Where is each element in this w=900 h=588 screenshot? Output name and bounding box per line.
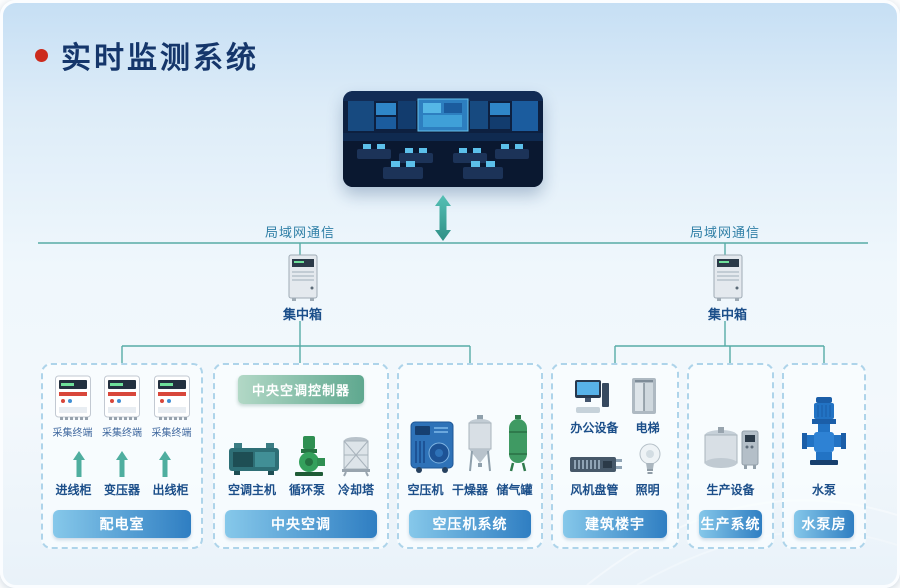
office-computer-icon [575, 380, 610, 413]
panel-footer: 生产系统 [699, 510, 762, 538]
collector-terminal: 采集终端 [53, 375, 93, 439]
panel-building: 办公设备 电梯 风机盘管 照明 建筑楼宇 [551, 363, 679, 549]
up-arrow-icon [73, 451, 85, 477]
device-label: 电梯 [635, 421, 660, 435]
panel-footer: 配电室 [53, 510, 191, 538]
two-way-arrow-icon [435, 195, 451, 241]
ac-controller-header: 中央空调控制器 [237, 375, 365, 404]
up-arrow-icon [159, 451, 171, 477]
ac-host-icon [229, 443, 279, 475]
cooling-tower-icon [342, 437, 370, 477]
dryer-icon [468, 415, 492, 472]
concentrator-right: 集中箱 [708, 254, 747, 323]
panel-footer: 中央空调 [225, 510, 377, 538]
collector-terminal: 采集终端 [102, 375, 142, 439]
page-title: 实时监测系统 [61, 42, 259, 75]
fan-coil-icon [570, 457, 622, 472]
panel-production: 生产设备 生产系统 [687, 363, 774, 549]
device-label: 空压机 [407, 483, 444, 497]
panel-footer: 水泵房 [794, 510, 854, 538]
elevator-icon [631, 378, 656, 414]
cabinet-icon [713, 254, 742, 301]
air-tank-icon [509, 415, 527, 472]
panel-footer: 空压机系统 [409, 510, 531, 538]
water-pump-icon [802, 397, 846, 465]
terminal-label: 采集终端 [52, 428, 93, 439]
panel-central-ac: 中央空调控制器 空调主机 循环泵 [213, 363, 389, 549]
meter-icon [54, 375, 91, 420]
concentrator-left: 集中箱 [283, 254, 322, 323]
panel-air-compressor: 空压机 干燥器 储气罐 空压机系统 [397, 363, 543, 549]
terminal-label: 采集终端 [151, 428, 192, 439]
device-label: 办公设备 [570, 421, 619, 435]
up-arrow-icon [116, 451, 128, 477]
panel-footer: 建筑楼宇 [563, 510, 667, 538]
concentrator-label: 集中箱 [283, 307, 323, 322]
concentrator-label: 集中箱 [708, 307, 748, 322]
panel-pump-room: 水泵 水泵房 [782, 363, 866, 549]
cabinet-icon [288, 254, 317, 301]
lan-label-right: 局域网通信 [689, 225, 760, 240]
lan-label-left: 局域网通信 [264, 225, 335, 240]
device-label: 储气罐 [496, 483, 533, 497]
panel-power-distribution: 采集终端 采集终端 [41, 363, 203, 549]
meter-icon [153, 375, 190, 420]
device-label: 空调主机 [227, 483, 276, 497]
device-label: 进线柜 [55, 483, 92, 497]
bullet-icon [35, 48, 48, 62]
production-equipment-icon [704, 427, 758, 469]
control-room-scene [343, 91, 543, 187]
meter-icon [104, 375, 140, 420]
device-label: 变压器 [103, 483, 140, 497]
device-label: 水泵 [811, 483, 836, 497]
device-label: 干燥器 [451, 483, 488, 497]
device-label: 出线柜 [152, 483, 189, 497]
title-bar: 实时监测系统 [35, 33, 259, 77]
circulation-pump-icon [295, 436, 325, 476]
device-label: 风机盘管 [570, 483, 619, 497]
light-bulb-icon [639, 443, 661, 474]
air-compressor-icon [410, 421, 454, 473]
control-room-image [343, 91, 543, 187]
device-label: 生产设备 [706, 483, 755, 497]
collector-terminal: 采集终端 [152, 375, 192, 439]
device-label: 循环泵 [288, 483, 325, 497]
device-label: 照明 [635, 483, 660, 497]
terminal-label: 采集终端 [102, 428, 142, 439]
device-label: 冷却塔 [337, 483, 374, 497]
